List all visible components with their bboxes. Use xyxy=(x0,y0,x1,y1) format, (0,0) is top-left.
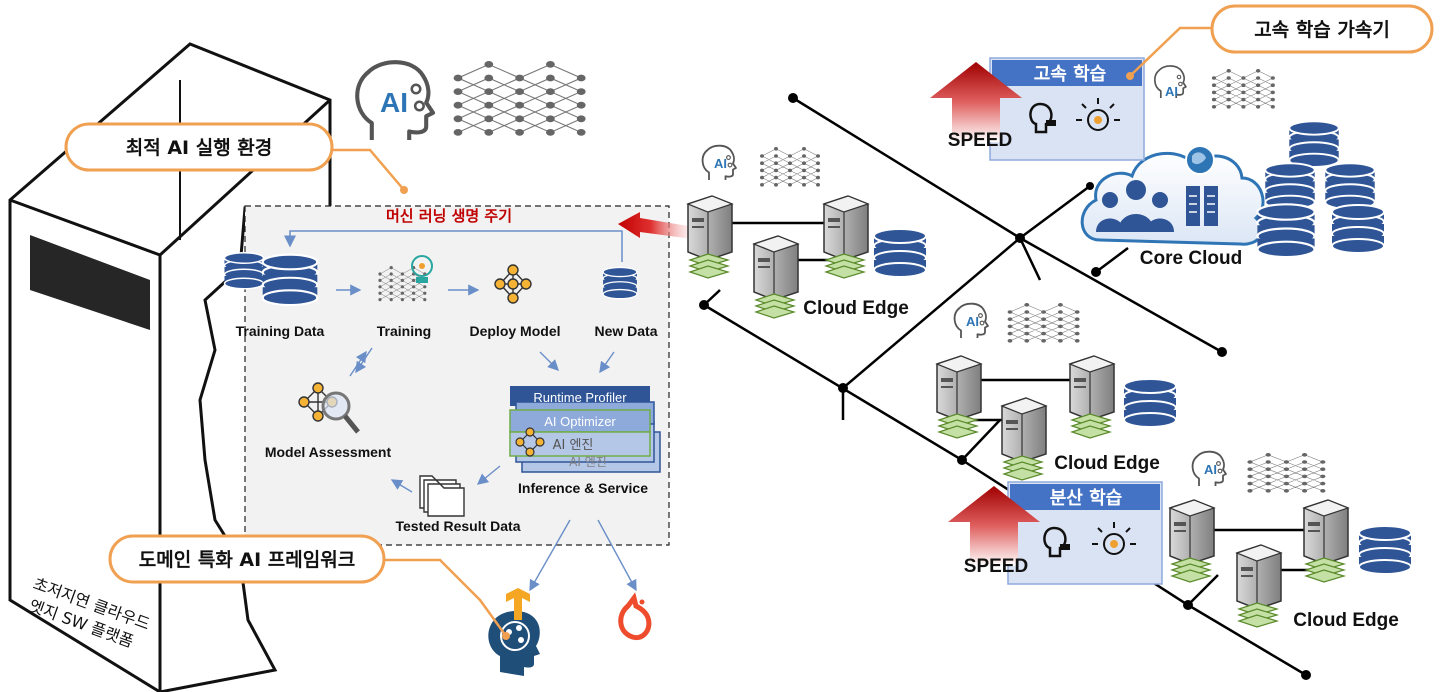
training-label: Training xyxy=(377,323,431,339)
core-cloud-label: Core Cloud xyxy=(1140,248,1242,269)
pytorch-flame-icon xyxy=(618,592,652,640)
feedback-arrow xyxy=(284,230,623,262)
cloud-edge-mid-cluster: AI xyxy=(936,302,1177,481)
cloud-edge-top-cluster: AI xyxy=(687,144,927,319)
callout-optimal-env-text: 최적 AI 실행 환경 xyxy=(126,137,273,159)
core-cloud-icon xyxy=(1080,145,1265,246)
cloud-edge-mid-label: Cloud Edge xyxy=(1054,453,1160,474)
model-assessment-label: Model Assessment xyxy=(265,444,392,460)
fast-learning-title: 고속 학습 xyxy=(1034,63,1107,85)
speed-label-top: SPEED xyxy=(948,130,1012,151)
cloud-edge-top-label: Cloud Edge xyxy=(803,298,909,319)
stack-engine-back-label: AI 엔진 xyxy=(569,455,607,469)
speed-arrow-top xyxy=(930,62,1022,142)
svg-text:AI: AI xyxy=(966,314,979,329)
svg-text:AI: AI xyxy=(380,87,408,118)
stack-engine-icon xyxy=(515,427,545,457)
new-data-label: New Data xyxy=(594,323,657,339)
fast-learning-panel xyxy=(989,57,1145,161)
callout-optimal-env xyxy=(64,122,408,194)
callout-domain-framework xyxy=(108,534,510,640)
speed-arrow-bottom xyxy=(948,486,1040,566)
training-icon xyxy=(378,255,433,302)
edge-deploy-arrow xyxy=(618,212,700,240)
training-data-db-icon xyxy=(223,252,319,307)
training-data-label: Training Data xyxy=(236,323,325,339)
svg-text:AI: AI xyxy=(714,156,727,171)
flow-arrows xyxy=(336,284,637,592)
speed-label-bottom: SPEED xyxy=(964,556,1028,577)
new-data-db-icon xyxy=(602,266,638,300)
neural-net-top xyxy=(452,60,587,137)
svg-text:AI: AI xyxy=(1165,84,1178,99)
folder-icon xyxy=(419,475,465,517)
network-nodes xyxy=(699,93,1311,680)
distributed-learning-panel xyxy=(1007,481,1163,585)
tested-result-label: Tested Result Data xyxy=(396,518,521,534)
stack-optimizer-label: AI Optimizer xyxy=(544,414,616,429)
tensorflow-head-icon xyxy=(488,588,540,676)
callout-accelerator xyxy=(1126,4,1434,80)
deploy-model-icon xyxy=(494,264,532,304)
stack-profiler-label: Runtime Profiler xyxy=(533,390,627,405)
svg-text:AI: AI xyxy=(1204,462,1217,477)
inference-label: Inference & Service xyxy=(518,480,648,496)
core-ai-head-icon: AI xyxy=(1153,65,1276,109)
stack-engine-label: AI 엔진 xyxy=(553,438,594,453)
callout-accelerator-text: 고속 학습 가속기 xyxy=(1254,19,1390,41)
callout-domain-framework-text: 도메인 특화 AI 프레임워크 xyxy=(139,549,355,571)
deploy-model-label: Deploy Model xyxy=(469,323,560,339)
model-assessment-icon xyxy=(298,382,360,434)
core-db-stack xyxy=(1256,120,1385,259)
ai-head-icon-top: AI xyxy=(357,62,433,140)
lifecycle-title: 머신 러닝 생명 주기 xyxy=(386,207,512,225)
cloud-edge-bottom-label: Cloud Edge xyxy=(1293,610,1399,631)
cloud-edge-bottom-cluster: AI xyxy=(1169,450,1412,628)
distributed-learning-title: 분산 학습 xyxy=(1050,487,1123,509)
